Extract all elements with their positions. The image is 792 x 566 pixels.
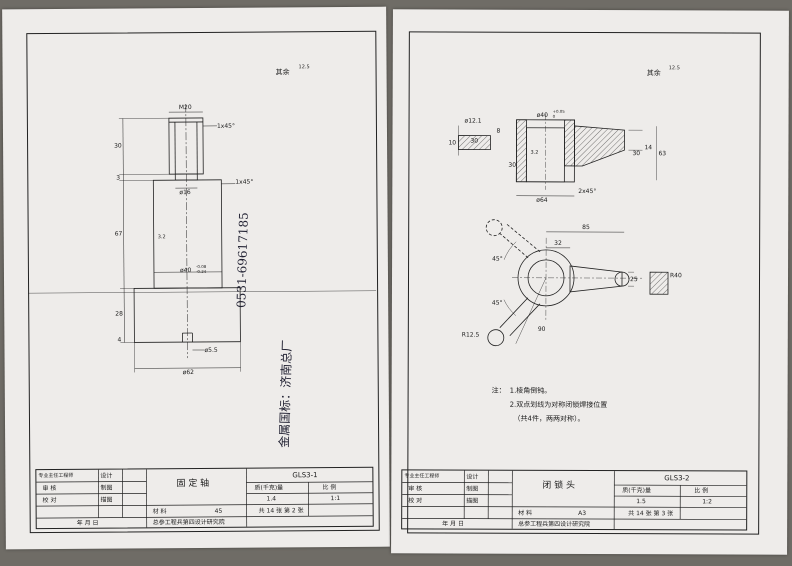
dim-8: 8 — [496, 127, 501, 135]
dim-angle-45-bottom: 45° — [491, 299, 503, 307]
dim-dia-12-1: ø12.1 — [464, 117, 482, 125]
dim-height-67: 67 — [114, 230, 123, 238]
tb-sheets: 共 14 张 第 3 张 — [628, 510, 674, 518]
tb-draw2: 描图 — [100, 496, 113, 504]
tb-scale-label: 比 例 — [322, 484, 337, 492]
title-block: 专业主任工程师 设计 审 核 制图 校 对 描图 年 月 日 固 定 轴 GLS… — [35, 466, 374, 530]
tb-check: 校 对 — [408, 497, 423, 505]
notes-head: 注： — [491, 386, 506, 395]
dim-10: 10 — [448, 139, 457, 147]
dim-dia-40: ø40 — [179, 267, 192, 275]
locking-head-drawing — [458, 113, 669, 347]
drawing-sheet-fixed-shaft: 其余 12.5 — [2, 6, 390, 550]
tb-check: 校 对 — [42, 496, 57, 505]
tb-scale: 1:1 — [330, 494, 341, 503]
note-3: （共4件，两两对称）。 — [513, 414, 585, 423]
shaft-drawing — [28, 104, 377, 373]
tb-review: 审 核 — [42, 484, 57, 493]
dim-25: 25 — [629, 276, 638, 284]
tb-part-name: 固 定 轴 — [176, 478, 210, 490]
dim-r40: R40 — [670, 272, 682, 280]
tb-review: 审 核 — [408, 485, 423, 493]
tb-draw: 制图 — [466, 485, 479, 493]
handwritten-note: 金属国标：济南总厂 — [277, 339, 295, 448]
dim-30-b: 30 — [508, 161, 517, 169]
dim-r12-5: R12.5 — [461, 331, 480, 339]
tb-date: 年 月 日 — [442, 520, 464, 528]
tb-institute: 总参工程兵第四设计研究院 — [518, 520, 591, 529]
tb-design: 设计 — [100, 472, 113, 480]
title-block: 专业主任工程师 设计 审 核 制图 校 对 描图 年 月 日 闭 锁 头 GLS… — [401, 469, 748, 531]
dim-angle-45-top: 45° — [492, 255, 503, 263]
tb-draw: 制图 — [100, 484, 113, 492]
dim-dia-40: ø40 — [536, 111, 548, 119]
dim-height-30: 30 — [114, 142, 122, 150]
dim-dia-62: ø62 — [182, 369, 194, 377]
dim-dia-40-tolerance: -0.08 -0.24 — [195, 263, 207, 275]
dim-dia-64: ø64 — [536, 196, 548, 204]
dim-30-a: 30 — [470, 137, 479, 145]
tb-unit: 专业主任工程师 — [404, 473, 440, 480]
tb-unit: 专业主任工程师 — [38, 472, 74, 480]
dim-dia-40-tolerance: +0.05 0 — [552, 108, 565, 119]
tb-drawing-no: GLS3-2 — [664, 474, 690, 483]
dim-30-c: 30 — [632, 150, 641, 158]
tb-draw2: 描图 — [466, 497, 479, 505]
dim-height-3: 3 — [116, 174, 121, 182]
dim-chamfer-mid: 1x45° — [235, 178, 254, 186]
dim-90: 90 — [537, 325, 546, 333]
tb-weight-label: 质(千克)量 — [254, 484, 284, 492]
tb-weight: 1.4 — [266, 495, 277, 503]
tb-scale-label: 比 例 — [694, 487, 709, 495]
dim-m20: M20 — [178, 104, 192, 112]
dim-63: 63 — [658, 150, 667, 158]
tb-drawing-no: GLS3-1 — [292, 471, 318, 480]
tb-material-label: 材 料 — [152, 508, 167, 516]
tb-material-label: 材 料 — [518, 509, 533, 517]
dim-chamfer-top: 1x45° — [216, 122, 235, 130]
surface-finish-mark: 3.2 — [530, 149, 539, 156]
tb-weight: 1.5 — [636, 498, 646, 506]
dim-dia-16: ø16 — [179, 189, 191, 197]
surface-finish-mark: 3.2 — [157, 234, 166, 241]
dim-height-4: 4 — [117, 336, 122, 344]
dim-14: 14 — [644, 144, 653, 152]
tb-sheets: 共 14 张 第 2 张 — [258, 507, 304, 515]
note-1: 1.棱角倒钝。 — [509, 386, 552, 395]
note-2: 2.双点划线为对称闭锁焊接位置 — [509, 400, 608, 410]
dim-85: 85 — [582, 223, 590, 231]
tb-scale: 1:2 — [702, 498, 712, 506]
dim-height-28: 28 — [115, 310, 123, 318]
tb-material: A3 — [578, 509, 587, 517]
tb-part-name: 闭 锁 头 — [542, 480, 576, 491]
tb-institute: 总参工程兵第四设计研究院 — [152, 518, 225, 527]
dim-dia-5-5: ø5.5 — [204, 346, 218, 354]
handwritten-phone: 0531-69617185 — [234, 212, 251, 309]
drawing-sheet-locking-head: 其余 12.5 — [391, 9, 789, 555]
dim-32: 32 — [554, 239, 562, 247]
tb-weight-label: 质(千克)量 — [622, 487, 651, 495]
tb-material: 45 — [214, 507, 223, 515]
dim-chamfer-2: 2x45° — [578, 187, 597, 196]
tb-date: 年 月 日 — [76, 519, 99, 527]
tb-design: 设计 — [466, 473, 479, 481]
